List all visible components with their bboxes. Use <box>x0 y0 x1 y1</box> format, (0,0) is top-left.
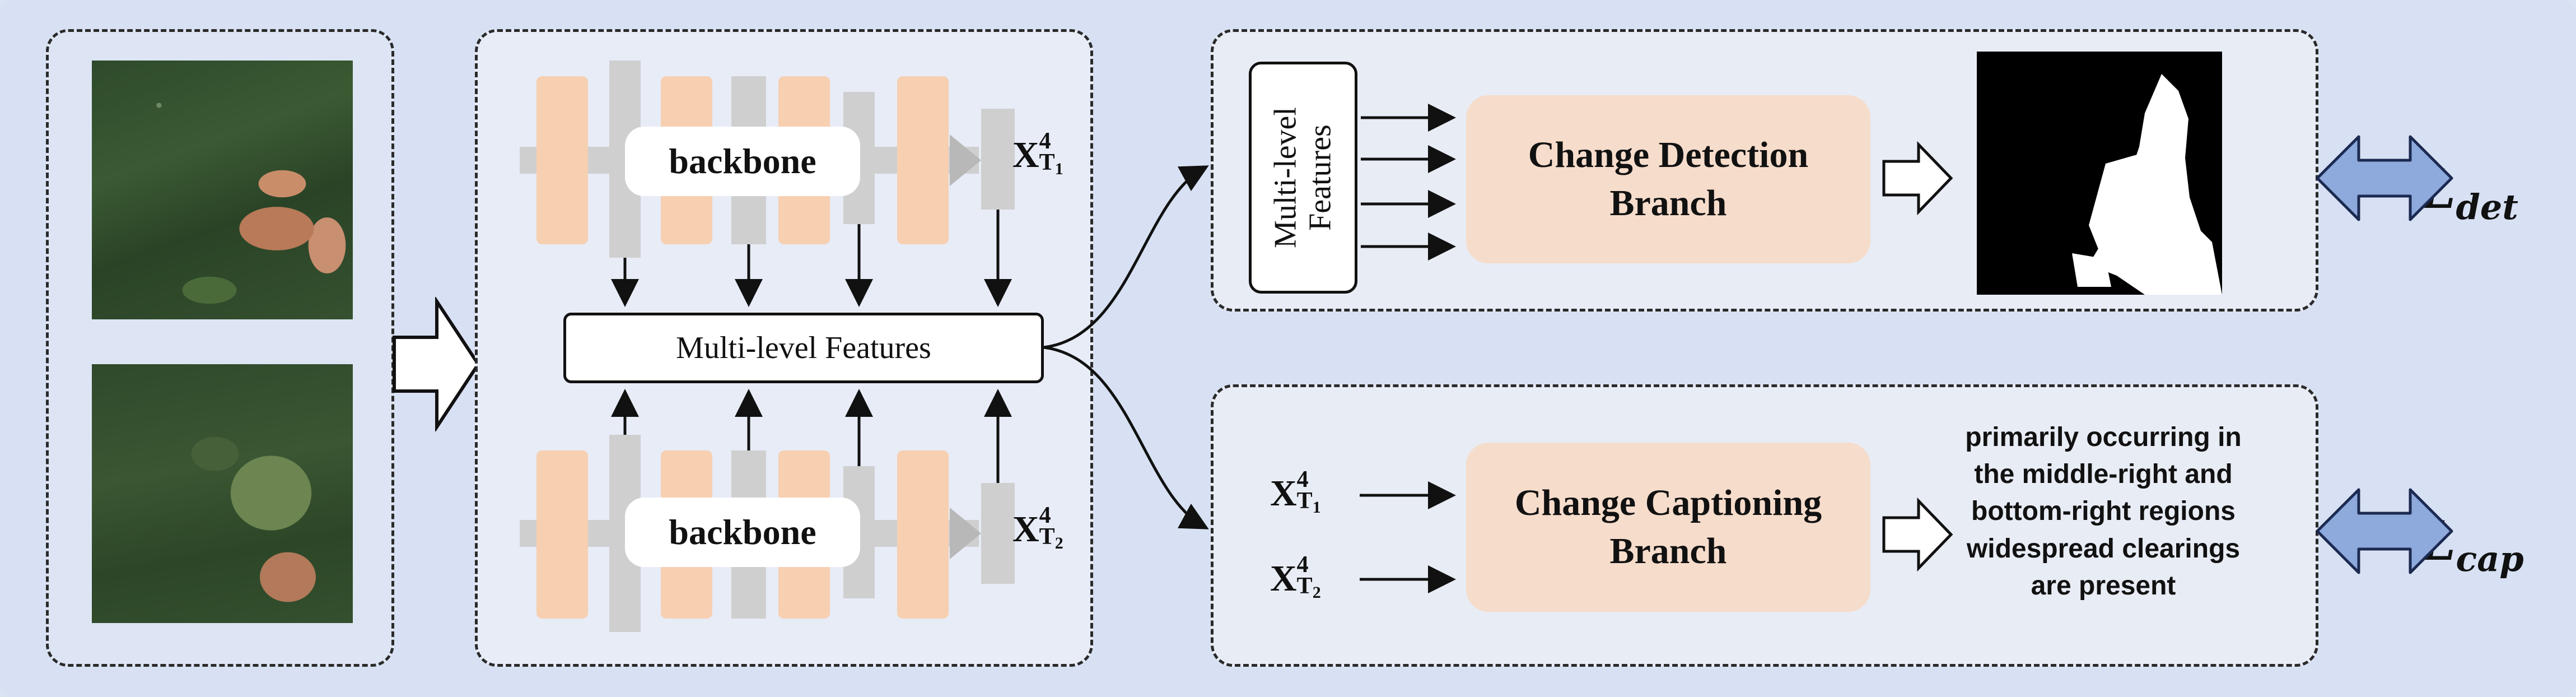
captioning-branch-line2: Branch <box>1609 531 1727 571</box>
input-to-backbone-arrow <box>393 297 480 431</box>
change-mask-shape <box>2072 74 2222 295</box>
change-mask-output <box>1977 52 2222 295</box>
change-detection-branch: Change Detection Branch <box>1466 95 1870 263</box>
input-label-line1: Multi-level <box>1268 107 1303 248</box>
detection-branch-line2: Branch <box>1609 183 1727 224</box>
feature-block <box>897 76 949 244</box>
multi-level-features-input-label: Multi-level Features <box>1268 107 1337 248</box>
captioning-loss-label: Lcap <box>2418 509 2524 580</box>
feature-block <box>536 450 588 619</box>
feature-block <box>981 483 1015 584</box>
input-label-line2: Features <box>1303 124 1337 231</box>
image-t1 <box>92 61 353 319</box>
feature-block <box>536 76 588 244</box>
generated-caption: primarily occurring in the middle-right … <box>1965 422 2242 601</box>
feature-block <box>897 450 949 619</box>
backbone-label-top: backbone <box>625 127 860 196</box>
captioning-branch-line1: Change Captioning <box>1514 482 1822 524</box>
feature-block <box>981 109 1015 210</box>
image-t2 <box>92 364 353 623</box>
multi-level-features-input: Multi-level Features <box>1249 62 1357 294</box>
multi-level-features-box: Multi-level Features <box>563 313 1044 383</box>
detection-branch-line1: Change Detection <box>1528 134 1809 176</box>
detection-loss-label: Ldet <box>2418 157 2518 228</box>
backbone-label-bottom: backbone <box>625 498 860 567</box>
change-captioning-branch: Change Captioning Branch <box>1466 443 1870 612</box>
